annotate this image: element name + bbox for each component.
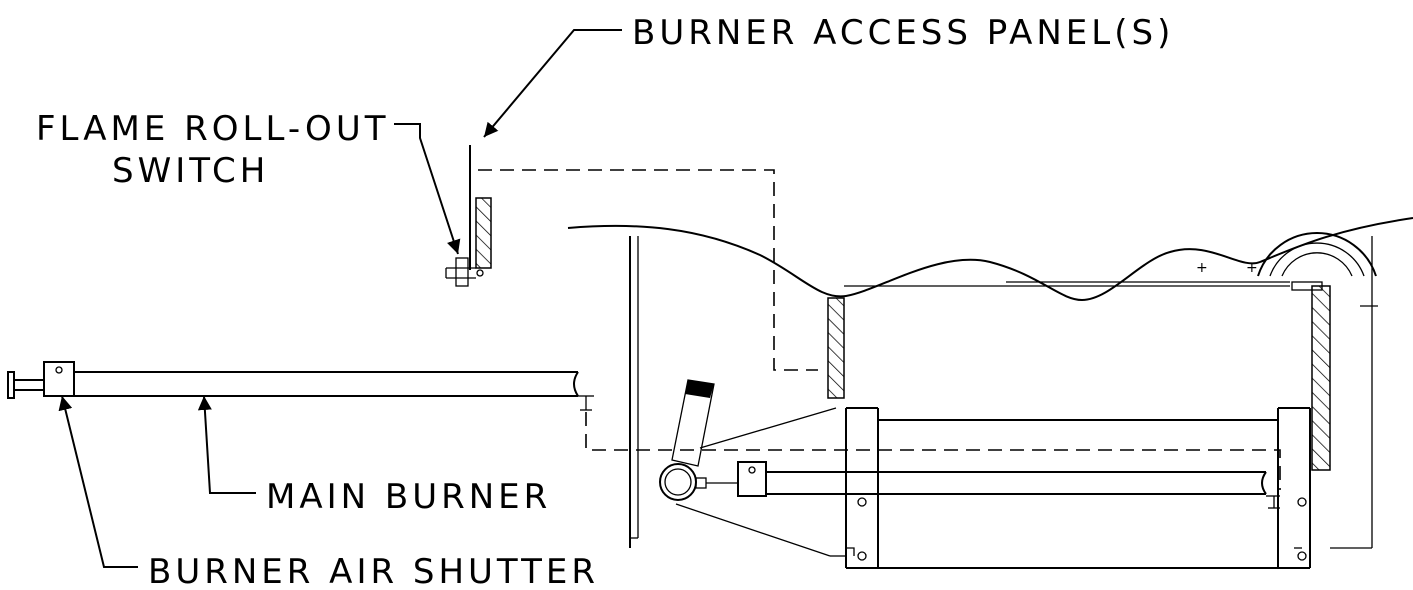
furnace-assembly: + + — [567, 217, 1413, 569]
main-burner — [7, 361, 594, 411]
label-main-burner: MAIN BURNER — [266, 477, 551, 517]
leader-flame-rollout-switch — [394, 123, 461, 255]
label-flame-rollout-line1: FLAME ROLL-OUT — [36, 109, 389, 149]
svg-text:+: + — [1196, 260, 1208, 276]
projection-line-panel — [478, 169, 818, 371]
leader-main-burner — [197, 395, 256, 494]
installed-burner — [695, 461, 1280, 509]
leader-burner-air-shutter — [58, 395, 138, 568]
label-flame-rollout-line2: SWITCH — [112, 151, 269, 191]
label-burner-access-panel: BURNER ACCESS PANEL(S) — [632, 13, 1174, 53]
blower-wheel: + + — [1196, 232, 1377, 291]
leader-burner-access-panel — [483, 29, 622, 138]
gas-valve — [659, 379, 715, 501]
burner-access-panel — [445, 145, 492, 287]
label-burner-air-shutter: BURNER AIR SHUTTER — [148, 552, 599, 590]
flame-rollout-switch — [445, 257, 484, 287]
projection-line-burner — [585, 412, 1281, 490]
svg-text:+: + — [1246, 260, 1258, 276]
